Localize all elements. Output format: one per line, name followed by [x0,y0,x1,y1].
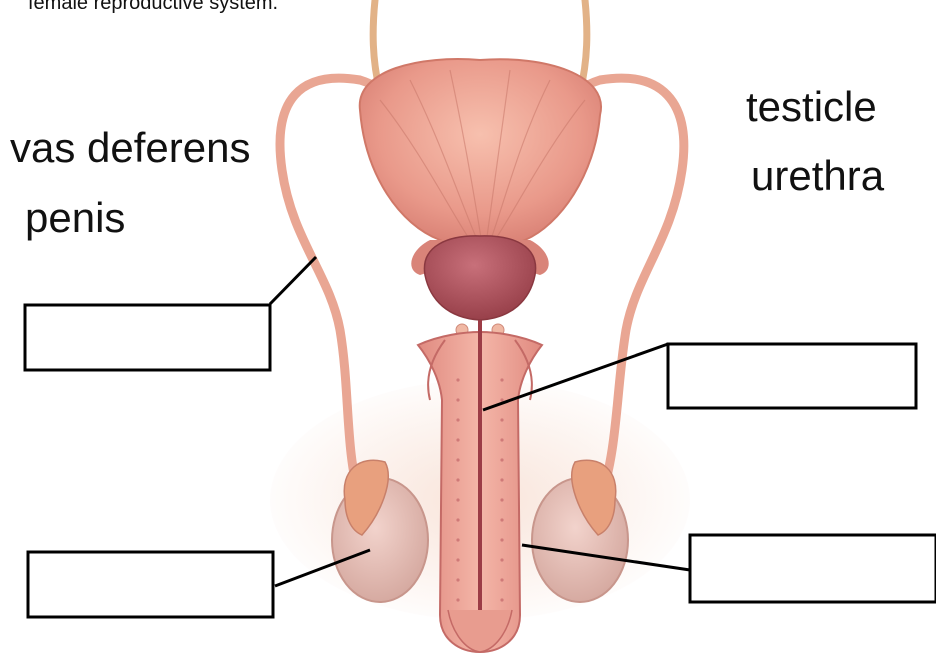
answer-box-lower-right[interactable] [690,535,936,602]
leader-line-vas-deferens [270,257,316,304]
word-bank-vas-deferens: vas deferens [10,127,250,169]
word-bank-testicle: testicle [746,86,877,128]
answer-box-middle-right[interactable] [668,344,916,408]
bladder [360,59,601,247]
word-bank-penis: penis [25,197,125,239]
word-bank-urethra: urethra [751,155,884,197]
answer-box-upper-left[interactable] [25,305,270,370]
answer-box-lower-left[interactable] [28,552,273,617]
prostate-gland [424,236,535,320]
